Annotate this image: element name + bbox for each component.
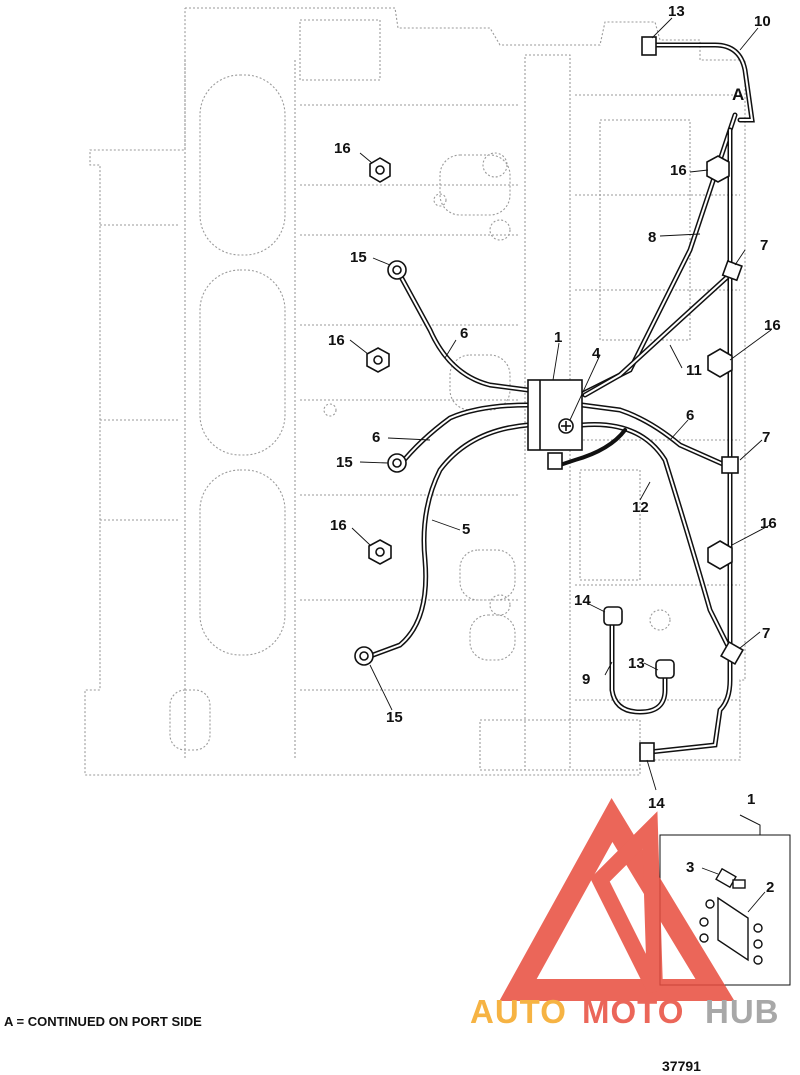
callout-3: 3 [686,859,694,876]
callout-15-upper: 15 [350,249,367,266]
line-10-inner [654,44,754,121]
callout-2: 2 [766,879,774,896]
line-fitting-lower [558,428,627,468]
callout-16-mid-right: 16 [764,317,781,334]
bolt-16-upper-right [706,155,730,183]
callout-14-mid: 14 [574,592,591,609]
inset-kit [659,814,791,986]
callout-15-mid: 15 [336,454,353,471]
fitting-7-upper [721,260,743,282]
callout-13-mid: 13 [628,655,645,672]
fitting-14-mid [603,606,623,626]
fuel-lines [362,42,755,755]
callout-16-upper-left: 16 [334,140,351,157]
callout-4: 4 [592,345,601,362]
callout-7-mid: 7 [762,429,770,446]
callout-7-lower: 7 [762,625,770,642]
callout-16-lower-right: 16 [760,515,777,532]
callout-6-right: 6 [686,407,694,424]
inset-block-2 [699,896,763,965]
callout-12: 12 [632,499,649,516]
callout-7-upper: 7 [760,237,768,254]
engine-block-outline [84,7,746,776]
watermark-triangle-icon [499,798,735,1001]
bolt-16-lower-right [707,540,733,570]
callout-8: 8 [648,229,656,246]
leader-lines [349,17,772,791]
callout-6-upper: 6 [460,325,468,342]
fitting-13-top [641,36,657,56]
callout-13-top: 13 [668,3,685,20]
callout-1-main: 1 [554,329,562,346]
line-6-lower [397,402,531,468]
figure-number: 37791 [662,1058,701,1074]
callout-11: 11 [686,362,702,379]
distribution-block [527,379,583,451]
callout-A: A [732,85,744,104]
callout-16-lower-left: 16 [330,517,347,534]
fitting-7-lower [719,640,745,666]
line-11 [582,267,738,398]
callout-15-lower: 15 [386,709,403,726]
fittings [354,36,745,762]
callout-labels: 13 10 A 16 16 8 15 7 16 6 16 1 4 11 6 6 … [328,3,781,896]
watermark-text-2: MOTO [582,993,684,1030]
fitting-14-bottom [639,742,655,762]
callout-5: 5 [462,521,470,538]
callout-14-bottom: 14 [648,795,665,812]
inset-fitting-3 [715,867,746,889]
legend-note: A = CONTINUED ON PORT SIDE [4,1014,202,1029]
callout-9: 9 [582,671,590,688]
bolt-16-mid-right [707,348,733,378]
fitting-7-mid [721,456,739,474]
callout-16-upper-right: 16 [670,162,687,179]
callout-10: 10 [754,13,771,30]
callout-16-mid-left: 16 [328,332,345,349]
watermark-text-1: AUTO [470,993,567,1030]
fitting-13-mid [655,659,675,679]
line-10 [652,42,755,123]
watermark-logo: AUTO MOTO HUB [470,798,780,1030]
callout-1-inset: 1 [747,791,755,808]
callout-6-left: 6 [372,429,380,446]
watermark-text-3: HUB [705,993,780,1030]
